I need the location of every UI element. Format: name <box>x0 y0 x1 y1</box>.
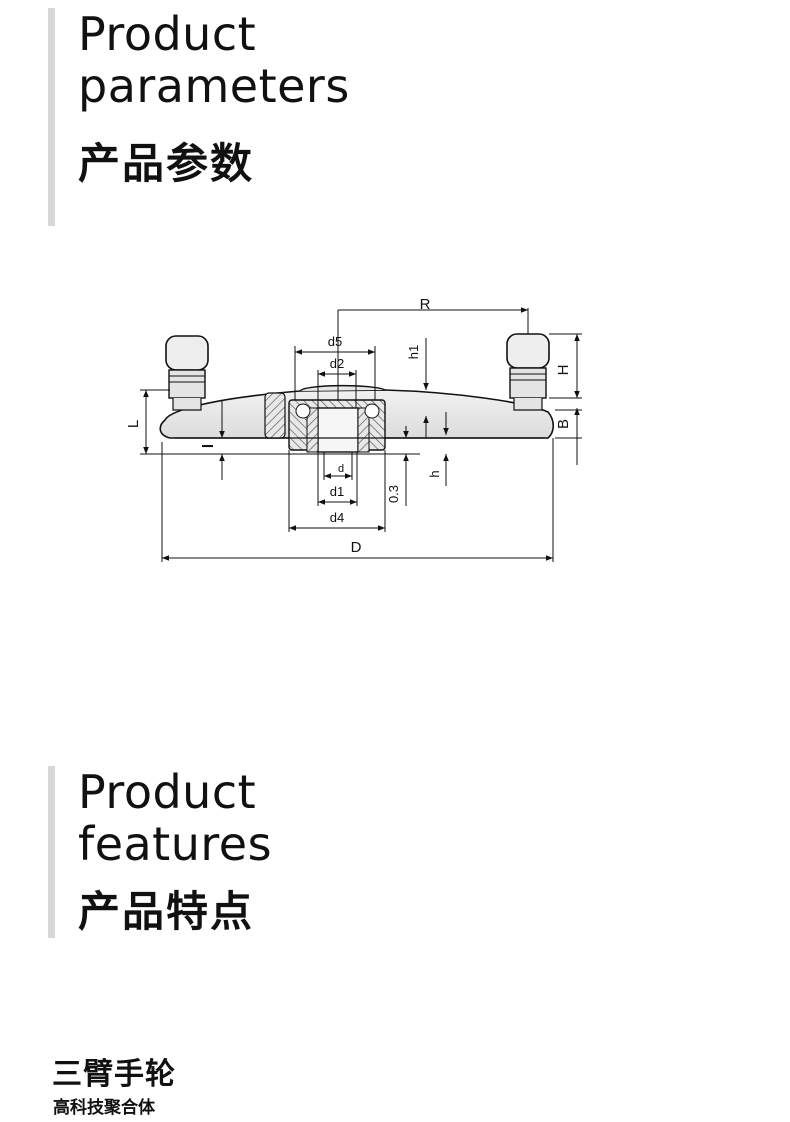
dim-label-D: D <box>351 539 362 556</box>
dim-label-l: l <box>200 444 217 448</box>
dimension-lines <box>140 307 582 562</box>
section-accent-bar <box>48 766 55 938</box>
title-line-1: Product <box>78 765 257 819</box>
section-title-en: Product parameters <box>78 8 350 112</box>
right-handle <box>506 333 550 411</box>
product-parameters-header: Product parameters 产品参数 <box>48 8 448 226</box>
product-features-header: Product features 产品特点 <box>48 766 448 938</box>
company-tagline: 高科技聚合体 <box>53 1098 155 1118</box>
section-title-en: Product features <box>78 766 272 870</box>
section-title-cn: 产品特点 <box>78 887 255 936</box>
dim-label-B: B <box>555 419 572 429</box>
dim-label-h: h <box>427 470 442 477</box>
dimension-labels: R d5 d2 h1 H B L l d d1 d4 h 0.3 D <box>125 296 572 556</box>
section-accent-bar <box>48 8 55 226</box>
dim-label-R: R <box>420 296 431 313</box>
dim-label-d2: d2 <box>330 356 344 371</box>
dim-label-0-3: 0.3 <box>386 485 401 503</box>
wheel-body <box>159 384 555 453</box>
title-line-2: parameters <box>78 59 350 113</box>
left-handle <box>165 335 209 411</box>
dim-label-H: H <box>555 365 572 376</box>
section-title-cn: 产品参数 <box>78 139 255 188</box>
dim-label-d1: d1 <box>330 484 344 499</box>
dim-label-h1: h1 <box>406 345 421 359</box>
dim-label-d4: d4 <box>330 510 344 525</box>
title-line-2: features <box>78 817 273 871</box>
product-name: 三臂手轮 <box>52 1057 176 1092</box>
title-line-1: Product <box>78 7 257 61</box>
handwheel-technical-drawing: R d5 d2 h1 H B L l d d1 d4 h 0.3 D <box>125 296 582 562</box>
dim-label-d: d <box>338 463 344 475</box>
dim-label-L: L <box>125 420 142 428</box>
dim-label-d5: d5 <box>328 334 342 349</box>
